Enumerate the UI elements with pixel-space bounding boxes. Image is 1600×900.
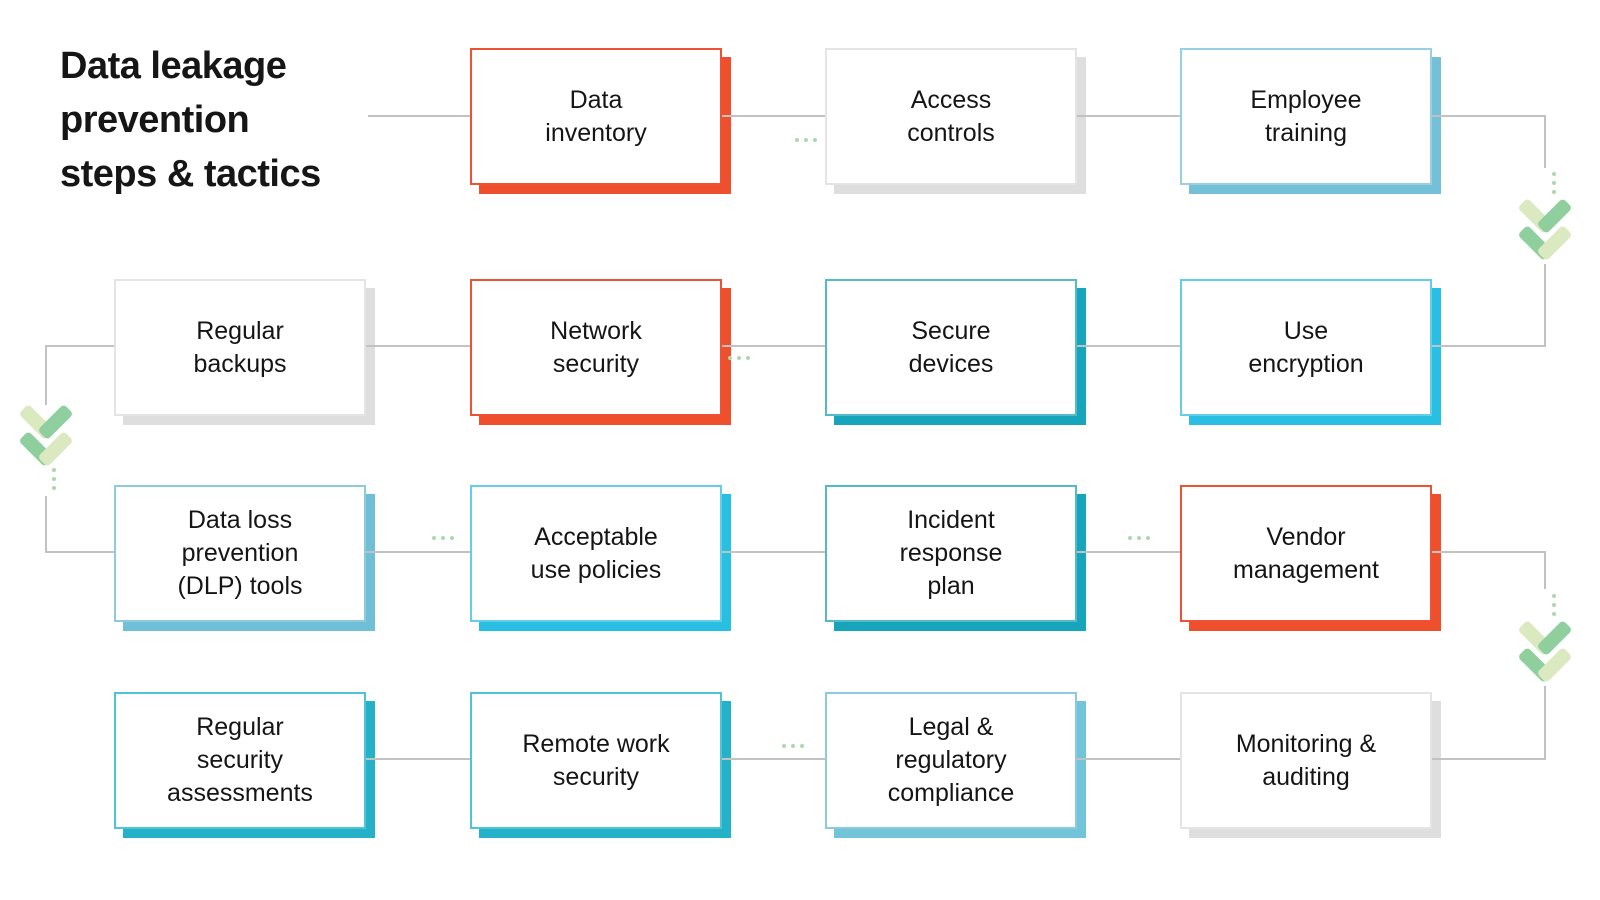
connector-line (1077, 551, 1180, 553)
connector-line (1432, 551, 1546, 553)
connector-line (366, 758, 470, 760)
step-label: Access controls (907, 85, 995, 147)
step-label: Regular backups (193, 316, 287, 378)
step-box-regular-backups: Regular backups (114, 279, 366, 416)
chevron-down-icon (1516, 197, 1574, 262)
connector-line (1077, 758, 1180, 760)
connector-line (1544, 551, 1546, 589)
step-label: Incident response plan (899, 506, 1003, 600)
connector-line (1544, 264, 1546, 347)
step-box-legal-regulatory-compliance: Legal & regulatory compliance (825, 692, 1077, 829)
step-label: Monitoring & auditing (1235, 729, 1377, 791)
dots-icon (1552, 594, 1556, 616)
chevron-down-icon (1516, 619, 1574, 684)
connector-line (46, 551, 114, 553)
connector-line (1432, 758, 1546, 760)
step-label: Legal & regulatory compliance (887, 713, 1015, 807)
connector-line (366, 345, 470, 347)
step-label: Regular security assessments (167, 713, 313, 807)
dots-icon (795, 138, 817, 142)
dots-icon (52, 468, 56, 490)
dots-icon (1128, 536, 1150, 540)
step-box-remote-work-security: Remote work security (470, 692, 722, 829)
step-box-data-inventory: Data inventory (470, 48, 722, 185)
connector-line (46, 345, 114, 347)
step-box-secure-devices: Secure devices (825, 279, 1077, 416)
step-box-employee-training: Employee training (1180, 48, 1432, 185)
connector-line (1544, 686, 1546, 760)
step-box-monitoring-auditing: Monitoring & auditing (1180, 692, 1432, 829)
step-label: Acceptable use policies (530, 522, 662, 584)
dots-icon (1552, 172, 1556, 194)
connector-line (722, 551, 825, 553)
connector-line (1432, 115, 1546, 117)
step-label: Data inventory (545, 85, 647, 147)
connector-line (45, 496, 47, 553)
connector-line (1077, 115, 1180, 117)
connector-line (722, 115, 825, 117)
chevron-down-icon (17, 403, 75, 468)
connector-line (366, 551, 470, 553)
connector-line (45, 345, 47, 405)
step-label: Remote work security (522, 729, 670, 791)
step-label: Secure devices (908, 316, 994, 378)
connector-line (1077, 345, 1180, 347)
step-label: Network security (550, 316, 642, 378)
dots-icon (432, 536, 454, 540)
step-label: Data loss prevention (DLP) tools (177, 506, 303, 600)
connector-line (722, 758, 825, 760)
page-title: Data leakage prevention steps & tactics (60, 45, 321, 195)
step-box-acceptable-use-policies: Acceptable use policies (470, 485, 722, 622)
connector-line (1544, 115, 1546, 168)
step-box-dlp-tools: Data loss prevention (DLP) tools (114, 485, 366, 622)
step-box-incident-response-plan: Incident response plan (825, 485, 1077, 622)
connector-line (1432, 345, 1546, 347)
step-box-network-security: Network security (470, 279, 722, 416)
step-label: Employee training (1250, 85, 1362, 147)
step-label: Use encryption (1248, 316, 1364, 378)
dots-icon (728, 356, 750, 360)
step-box-access-controls: Access controls (825, 48, 1077, 185)
dots-icon (782, 744, 804, 748)
step-label: Vendor management (1233, 522, 1379, 584)
connector-line (368, 115, 470, 117)
connector-line (722, 345, 825, 347)
step-box-vendor-management: Vendor management (1180, 485, 1432, 622)
step-box-regular-security-assessments: Regular security assessments (114, 692, 366, 829)
step-box-use-encryption: Use encryption (1180, 279, 1432, 416)
